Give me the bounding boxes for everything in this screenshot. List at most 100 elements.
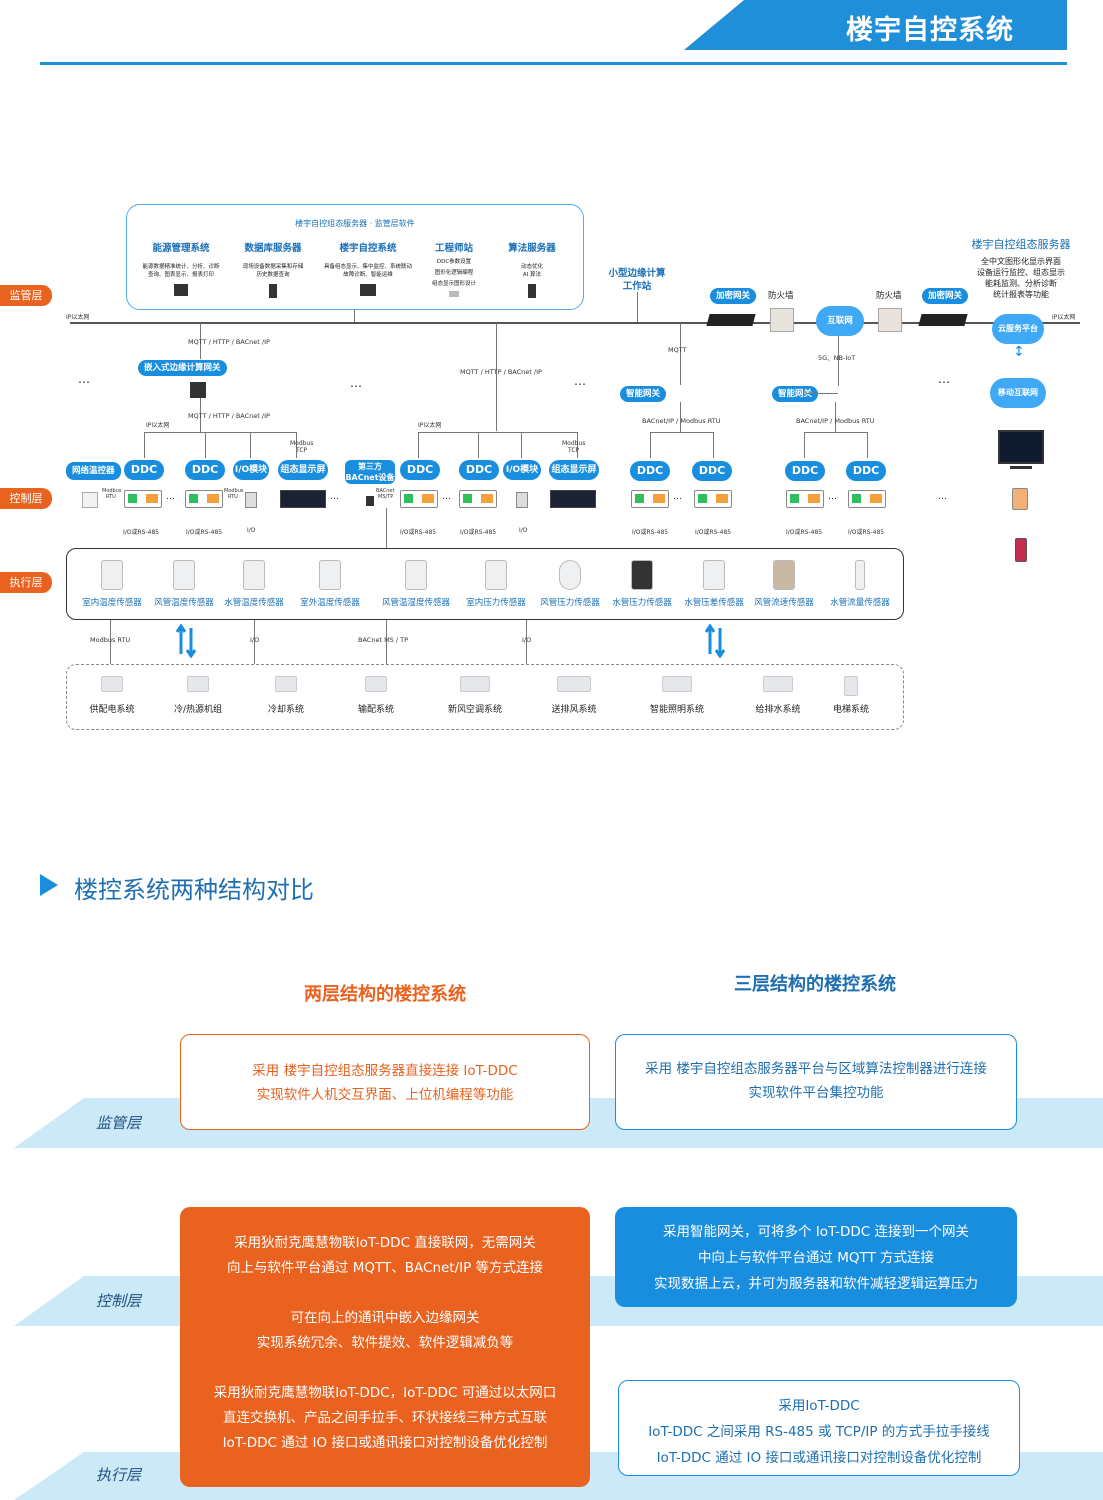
monitor-icon — [174, 284, 188, 296]
ddc-device — [848, 490, 886, 508]
server-col-desc: DDC参数设置 — [436, 259, 472, 265]
protocol-label: Modbus — [102, 488, 122, 494]
system-item: 新风空调系统 — [440, 676, 510, 715]
ddc-device — [786, 490, 824, 508]
bus-label: BACnet MS / TP — [358, 636, 409, 644]
server-col-name: 能源管理系统 — [152, 243, 210, 254]
sensor-label: 风管温度传感器 — [154, 598, 214, 608]
card-line: 向上与软件平台通过 MQTT、BACnet/IP 等方式连接 — [226, 1260, 544, 1276]
bus-label: I/O — [250, 636, 260, 644]
link — [418, 432, 419, 458]
sensor-icon — [319, 560, 341, 590]
io-module-label: I/O模块 — [233, 460, 269, 480]
server-link — [354, 310, 355, 322]
card-line: 采用 楼宇自控组态服务器直接连接 IoT-DDC — [252, 1063, 518, 1079]
ddc-label: DDC — [185, 460, 225, 480]
system-item: 给排水系统 — [748, 676, 808, 715]
bus-label: Modbus RTU — [90, 636, 131, 644]
system-icon — [460, 676, 490, 692]
sensor-icon — [173, 560, 195, 590]
edge-link — [637, 292, 638, 322]
layer-tag-execute: 执行层 — [0, 572, 52, 593]
server-tower-icon — [528, 284, 536, 298]
firewall-icon — [770, 308, 794, 332]
link — [386, 508, 387, 548]
system-label: 输配系统 — [357, 705, 394, 715]
system-item: 冷/热源机组 — [168, 676, 228, 715]
display-device — [280, 490, 326, 508]
server-col-database: 数据库服务器 现场设备数据采集和存储 历史数据查询 — [228, 240, 318, 298]
card-line: IoT-DDC 之间采用 RS-485 或 TCP/IP 的方式手拉手接线 — [648, 1424, 990, 1440]
system-label: 送排风系统 — [551, 705, 597, 715]
gateway-device — [706, 314, 756, 326]
sensor-item: 水管压力传感器 — [604, 560, 680, 608]
protocol-label: MQTT / HTTP / BACnet /IP — [188, 412, 270, 420]
sensor-label: 室内压力传感器 — [466, 598, 526, 608]
card-three-layer-control: 采用智能网关，可将多个 IoT-DDC 连接到一个网关 中向上与软件平台通过 M… — [615, 1207, 1017, 1307]
sensor-icon — [559, 560, 581, 590]
protocol-label: BACnet — [376, 488, 395, 494]
ddc-device — [694, 490, 732, 508]
server-col-desc: 能源数据精准统计、分析、诊断 — [142, 264, 220, 270]
server-col-name: 数据库服务器 — [244, 243, 302, 254]
card-three-layer-execute: 采用IoT-DDC IoT-DDC 之间采用 RS-485 或 TCP/IP 的… — [618, 1380, 1020, 1476]
mobile-internet-cloud: 移动互联网 — [990, 378, 1046, 408]
io-module-label: I/O模块 — [503, 460, 541, 480]
right-server-line: 能耗监测、分析诊断 — [985, 279, 1057, 288]
link — [577, 432, 578, 458]
io-module-device — [245, 492, 257, 508]
ddc-label: DDC — [846, 461, 886, 481]
two-layer-title: 两层结构的楼控系统 — [304, 984, 466, 1005]
ellipsis: … — [442, 492, 451, 502]
system-label: 供配电系统 — [89, 705, 135, 715]
card-three-layer-supervise: 采用 楼宇自控组态服务器平台与区域算法控制器进行连接 实现软件平台集控功能 — [615, 1034, 1017, 1130]
sensor-item: 风管温度传感器 — [146, 560, 222, 608]
sensor-label: 风管流速传感器 — [754, 598, 814, 608]
ddc-label: DDC — [459, 460, 499, 480]
protocol-label: MQTT / HTTP / BACnet /IP — [460, 368, 542, 376]
link — [200, 323, 201, 359]
protocol-label: 5G、NB-IoT — [818, 354, 856, 362]
link — [713, 432, 714, 458]
firewall-label: 防火墙 — [876, 291, 902, 301]
system-label: 冷却系统 — [267, 705, 304, 715]
io-label: I/O或RS-485 — [632, 529, 669, 536]
layer-tag-supervise: 监管层 — [0, 285, 52, 306]
protocol-label: RTU — [228, 494, 238, 500]
server-col-energy: 能源管理系统 能源数据精准统计、分析、诊断 查询、图表显示、报表打印 — [136, 240, 226, 296]
bus-label: I/O — [522, 636, 532, 644]
sensor-icon — [101, 560, 123, 590]
system-icon — [844, 676, 858, 696]
sensor-icon — [773, 560, 795, 590]
server-col-desc: 故障诊断、智能运维 — [343, 272, 393, 278]
ellipsis: … — [828, 492, 837, 502]
system-icon — [763, 676, 793, 692]
card-line: 采用狄耐克鹰慧物联IoT-DDC 直接联网，无需网关 — [234, 1235, 536, 1251]
link — [200, 398, 201, 432]
link — [806, 393, 838, 394]
system-icon — [365, 676, 387, 692]
io-label: I/O — [247, 527, 256, 534]
io-label: I/O或RS-485 — [695, 529, 732, 536]
server-col-algorithm: 算法服务器 动态优化 AI 算法 — [496, 240, 568, 298]
right-server-line: 统计报表等功能 — [993, 290, 1049, 299]
sensor-label: 水管流量传感器 — [830, 598, 890, 608]
server-col-desc: AI 算法 — [522, 272, 542, 278]
display-label: 组态显示屏 — [549, 460, 599, 480]
sensor-icon — [243, 560, 265, 590]
system-item: 电梯系统 — [826, 676, 876, 715]
ethernet-label: IP以太网 — [66, 314, 90, 321]
card-line: 实现软件平台集控功能 — [748, 1085, 884, 1101]
sensor-item: 室外温度传感器 — [292, 560, 368, 608]
link — [386, 620, 387, 664]
ddc-label: DDC — [785, 461, 825, 481]
smart-gateway-label: 智能网关 — [620, 386, 667, 402]
ethernet-bus — [70, 322, 1080, 324]
firewall-icon — [878, 308, 902, 332]
system-group — [66, 664, 904, 730]
ellipsis: … — [574, 374, 586, 388]
system-icon — [662, 676, 692, 692]
link — [838, 336, 839, 386]
page-title: 楼宇自控系统 — [846, 15, 1014, 46]
link — [526, 620, 527, 664]
